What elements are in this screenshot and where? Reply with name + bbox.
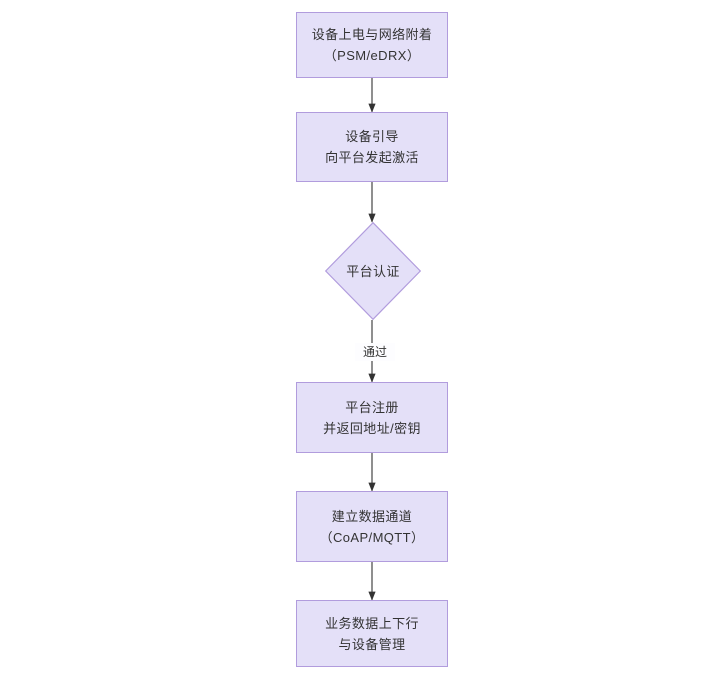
node-platform-authentication[interactable]: 平台认证 [325,222,421,320]
node-line: 建立数据通道 [331,508,413,524]
node-line: （PSM/eDRX） [323,48,421,63]
node-line: 设备上电与网络附着 [311,27,433,42]
node-line: 业务数据上下行 [325,615,419,631]
node-platform-registration[interactable]: 平台注册 并返回地址/密钥 [296,382,448,453]
node-device-bootstrap[interactable]: 设备引导 向平台发起激活 [296,112,448,182]
node-line: 并返回地址/密钥 [323,420,421,436]
node-line: 设备引导 [345,129,399,144]
node-line: 与设备管理 [338,636,406,652]
node-data-channel[interactable]: 建立数据通道 （CoAP/MQTT） [296,491,448,562]
node-line: 向平台发起激活 [325,150,419,165]
node-line: 平台认证 [346,263,400,279]
node-business-data[interactable]: 业务数据上下行 与设备管理 [296,600,448,667]
node-line: （CoAP/MQTT） [319,529,425,545]
node-device-power-on[interactable]: 设备上电与网络附着 （PSM/eDRX） [296,12,448,78]
node-line: 平台注册 [345,399,399,415]
diamond-shape [325,222,421,320]
edge-label-pass: 通过 [355,343,395,361]
